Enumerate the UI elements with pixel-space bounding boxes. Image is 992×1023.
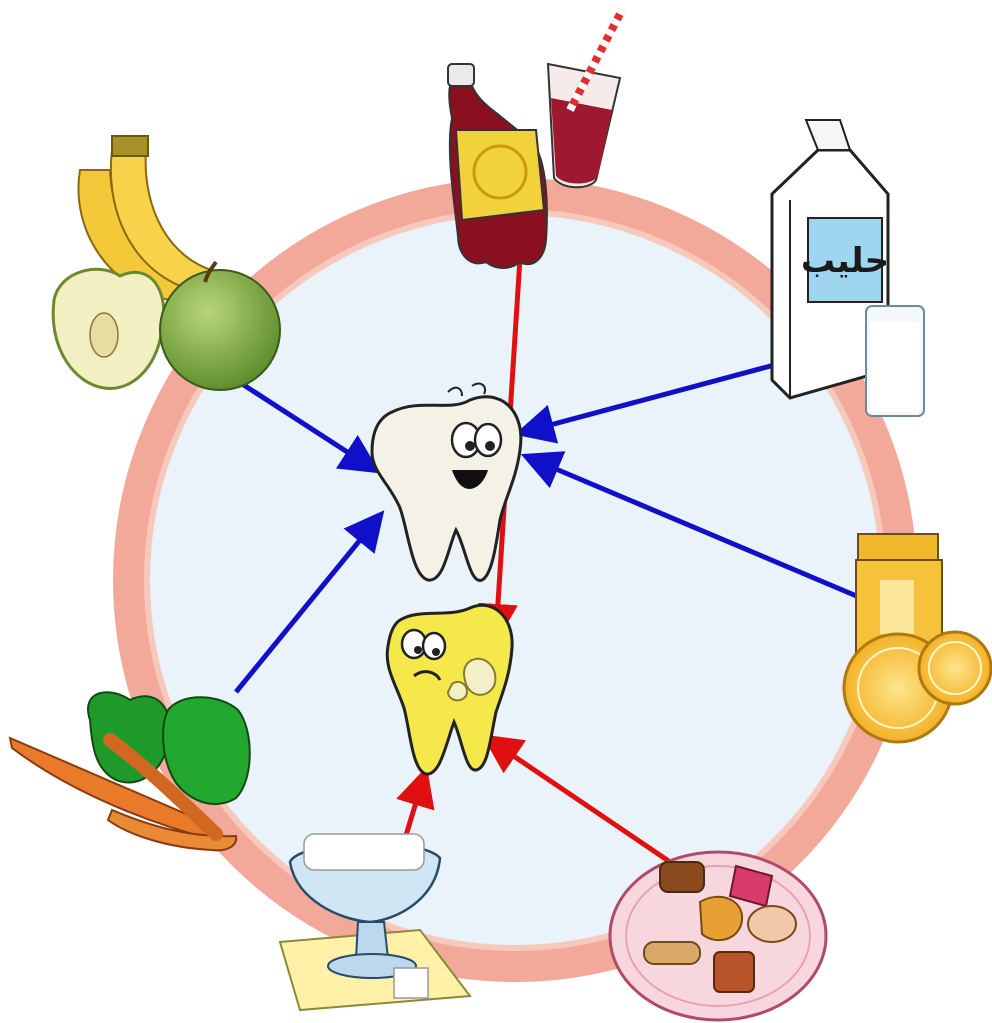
vegetables-group (10, 692, 250, 850)
sweets-group (610, 852, 826, 1020)
milk-group: حليب (772, 120, 924, 416)
orange-juice-group (844, 534, 991, 742)
fruit-group (53, 136, 280, 390)
milk-label-text: حليب (801, 241, 889, 281)
